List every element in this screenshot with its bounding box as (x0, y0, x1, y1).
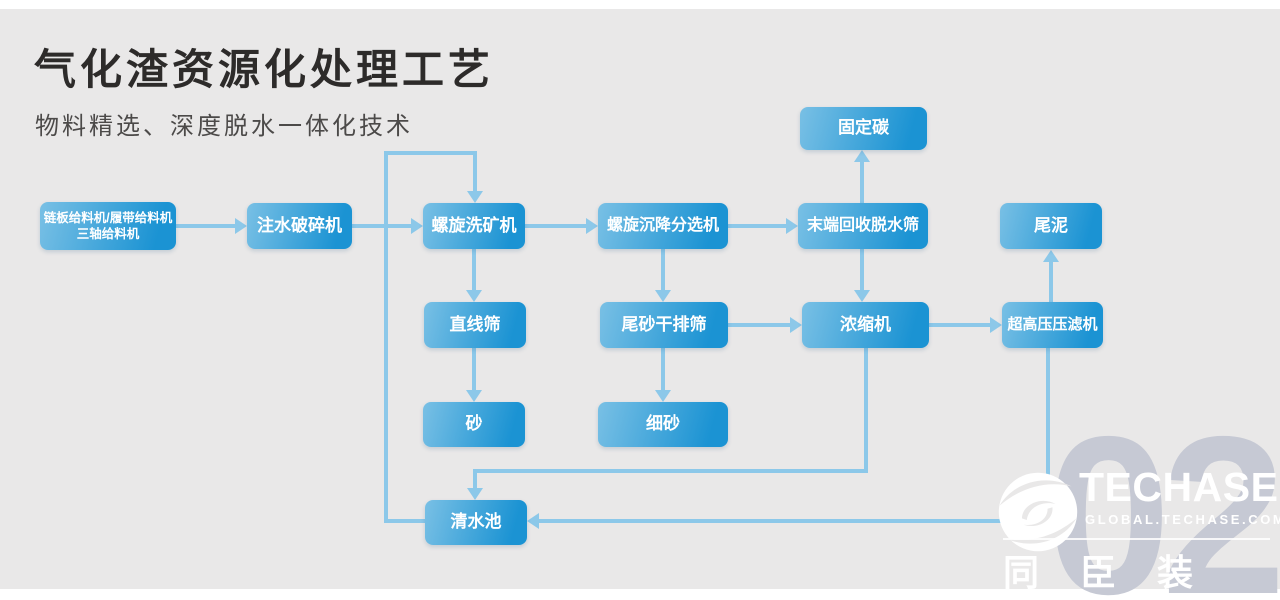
node-feeder: 链板给料机/履带给料机三轴给料机 (40, 202, 176, 250)
recovery-screen-to-fixed-carbon-line (860, 162, 864, 203)
clear-pool-to-washer-recycle-line (384, 519, 425, 523)
node-label: 细砂 (646, 414, 680, 434)
node-tail-mud: 尾泥 (1000, 203, 1102, 249)
feeder-to-crusher-arrowhead (235, 218, 247, 234)
node-fixed-carbon: 固定碳 (800, 107, 927, 150)
node-spiral-washer: 螺旋洗矿机 (423, 203, 525, 249)
clear-pool-to-washer-recycle-line (384, 151, 477, 155)
node-sand: 砂 (423, 402, 525, 447)
node-label: 尾砂干排筛 (621, 314, 707, 334)
feeder-to-crusher-line (176, 224, 236, 228)
node-label: 尾泥 (1034, 215, 1068, 235)
thickener-to-clear-pool-line (473, 471, 477, 489)
node-thickener: 浓缩机 (802, 302, 929, 348)
node-label: 螺旋沉降分选机 (606, 216, 719, 234)
node-label: 砂 (465, 414, 483, 434)
node-water-injection-crusher: 注水破碎机 (247, 203, 352, 249)
bottom-white-strip (0, 589, 1280, 600)
brand-url: GLOBAL.TECHASE.COM (1085, 512, 1280, 527)
techase-logo-icon (998, 472, 1078, 552)
node-ultra-high-pressure-filter-press: 超高压压滤机 (1002, 302, 1103, 348)
filter-press-to-clear-pool-line (1046, 348, 1050, 523)
node-label: 链板给料机/履带给料机 (43, 210, 173, 225)
node-label: 末端回收脱水筛 (806, 216, 919, 234)
thickener-to-filter-press-arrowhead (990, 317, 1002, 333)
recovery-screen-to-thickener-arrowhead (854, 290, 870, 302)
tailings-screen-to-thickener-line (728, 323, 791, 327)
node-end-recovery-dewatering-screen: 末端回收脱水筛 (798, 203, 928, 249)
node-tailings-dry-screen: 尾砂干排筛 (600, 302, 728, 348)
tailings-screen-to-fine-sand-arrowhead (655, 390, 671, 402)
thickener-to-filter-press-line (929, 323, 991, 327)
node-label: 超高压压滤机 (1007, 316, 1098, 334)
thickener-to-clear-pool-line (473, 469, 868, 473)
node-clear-water-pool: 清水池 (425, 500, 527, 545)
page-subtitle: 物料精选、深度脱水一体化技术 (35, 113, 413, 140)
node-fine-sand: 细砂 (598, 402, 728, 447)
top-white-strip (0, 0, 1280, 9)
clear-pool-to-washer-recycle-line (473, 153, 477, 191)
node-spiral-sedimentation-separator: 螺旋沉降分选机 (598, 203, 728, 249)
brand-chinese-name: 同臣装备 (1003, 552, 1235, 593)
separator-to-recovery-screen-line (728, 224, 787, 228)
separator-to-tailings-screen-line (661, 249, 665, 291)
washer-to-linear-screen-line (472, 249, 476, 291)
clear-pool-to-washer-recycle-line (384, 151, 388, 523)
linear-screen-to-sand-line (472, 348, 476, 391)
filter-press-to-clear-pool-line (539, 519, 1050, 523)
crusher-to-washer-arrowhead (411, 218, 423, 234)
tailings-screen-to-fine-sand-line (661, 348, 665, 391)
brand-divider (1003, 538, 1270, 540)
washer-to-separator-line (525, 224, 587, 228)
filter-press-to-clear-pool-arrowhead (527, 513, 539, 529)
filter-press-to-tail-mud-line (1049, 261, 1053, 302)
crusher-to-washer-line (352, 224, 412, 228)
node-label: 浓缩机 (840, 314, 891, 334)
separator-to-tailings-screen-arrowhead (655, 290, 671, 302)
filter-press-to-tail-mud-arrowhead (1043, 250, 1059, 262)
node-label: 直线筛 (449, 314, 501, 334)
brand-name: TECHASE (1079, 464, 1279, 510)
washer-to-separator-arrowhead (586, 218, 598, 234)
node-linear-screen: 直线筛 (424, 302, 526, 348)
node-label-line2: 三轴给料机 (76, 227, 140, 241)
clear-pool-to-washer-recycle-arrowhead (467, 191, 483, 203)
thickener-to-clear-pool-arrowhead (467, 488, 483, 500)
recovery-screen-to-thickener-line (860, 249, 864, 291)
washer-to-linear-screen-arrowhead (466, 290, 482, 302)
node-label: 注水破碎机 (257, 215, 342, 235)
node-label: 清水池 (450, 512, 502, 532)
tailings-screen-to-thickener-arrowhead (790, 317, 802, 333)
watermark-number: 02 (1046, 389, 1280, 600)
page-title: 气化渣资源化处理工艺 (34, 46, 495, 93)
separator-to-recovery-screen-arrowhead (786, 218, 798, 234)
recovery-screen-to-fixed-carbon-arrowhead (854, 150, 870, 162)
node-label: 螺旋洗矿机 (431, 215, 517, 235)
node-label: 固定碳 (838, 118, 889, 138)
thickener-to-clear-pool-line (864, 348, 868, 473)
brand-block: TECHASE GLOBAL.TECHASE.COM 同臣装备 (995, 462, 1280, 597)
linear-screen-to-sand-arrowhead (466, 390, 482, 402)
